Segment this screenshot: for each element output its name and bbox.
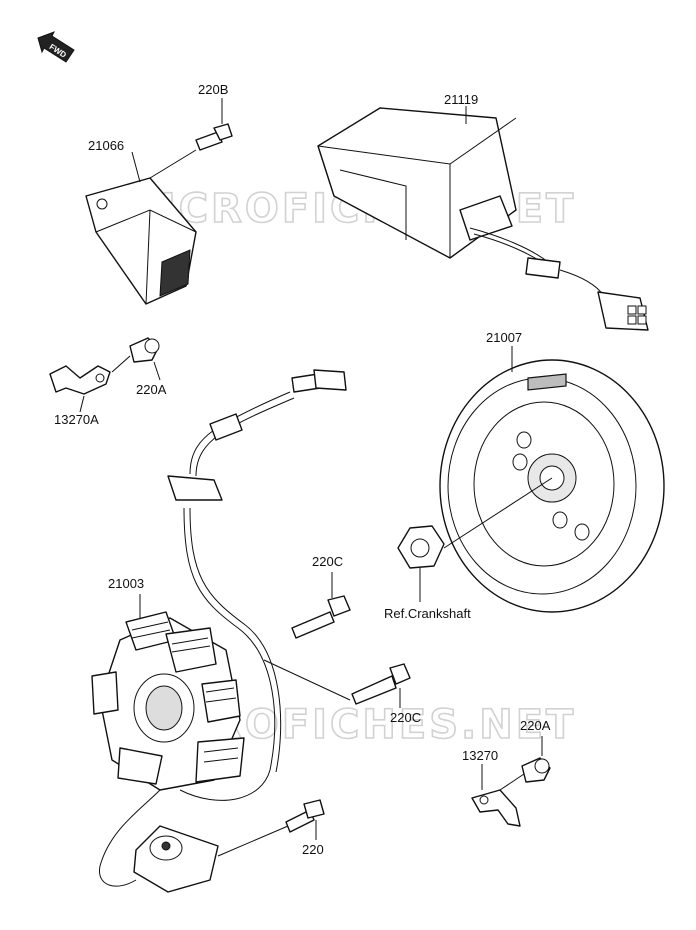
label-220C-mid: 220C: [390, 710, 421, 725]
label-220B: 220B: [198, 82, 228, 97]
flywheel-21007[interactable]: [439, 359, 665, 613]
bolt-220A-top[interactable]: [129, 337, 160, 363]
bracket-13270[interactable]: [471, 789, 521, 827]
fwd-arrow-icon: FWD: [37, 31, 75, 63]
part-21119-unit[interactable]: [317, 107, 649, 331]
crankshaft-nut[interactable]: [397, 525, 445, 569]
label-220: 220: [302, 842, 324, 857]
stator-21003[interactable]: [91, 611, 245, 791]
label-ref-crankshaft: Ref.Crankshaft: [384, 606, 471, 621]
label-21007: 21007: [486, 330, 522, 345]
bolt-220A-bottom[interactable]: [521, 757, 551, 783]
bolt-220C-mid[interactable]: [351, 663, 411, 705]
label-21119: 21119: [444, 92, 478, 107]
bracket-13270A[interactable]: [49, 365, 111, 395]
bolt-220B[interactable]: [195, 123, 233, 151]
label-220A-bottom: 220A: [520, 718, 551, 733]
label-220C-top: 220C: [312, 554, 343, 569]
bolt-220[interactable]: [285, 799, 325, 833]
label-21066: 21066: [88, 138, 124, 153]
pickup-coil[interactable]: [133, 825, 219, 893]
label-21003: 21003: [108, 576, 144, 591]
label-220A-top: 220A: [136, 382, 167, 397]
label-13270: 13270: [462, 748, 498, 763]
label-13270A: 13270A: [54, 412, 99, 427]
bolt-220C-top[interactable]: [291, 595, 351, 639]
